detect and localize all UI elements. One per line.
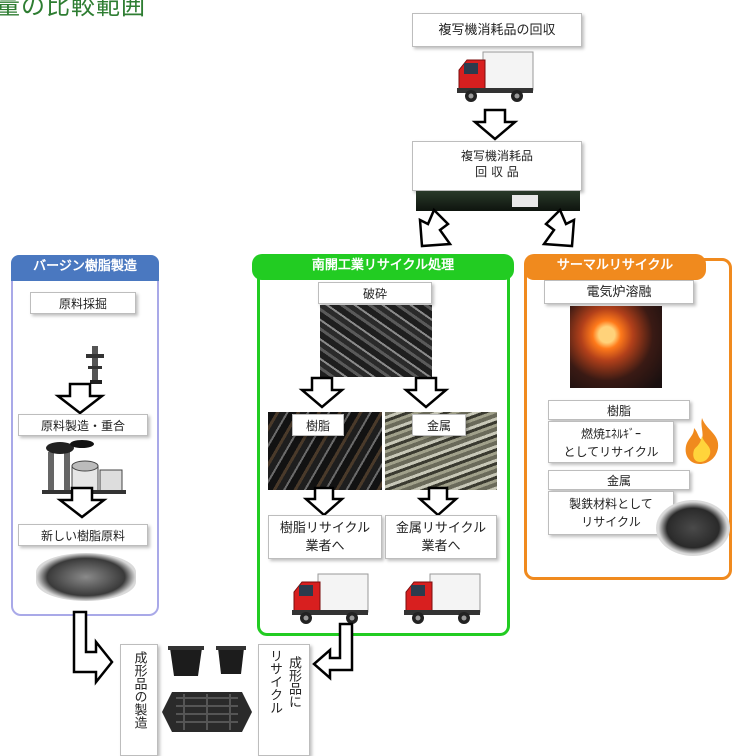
collected-line1: 複写機消耗品 — [460, 149, 533, 163]
down-arrow-icon — [471, 108, 519, 141]
metal-vendor-line1: 金属リサイクル — [395, 521, 487, 536]
page-title: 量の比較範囲 — [0, 0, 146, 20]
virgin-step-mining: 原料採掘 — [30, 292, 136, 314]
down-arrow-icon — [56, 486, 108, 519]
thermal-resin-line2: としてリサイクル — [563, 445, 659, 459]
thermal-resin-box: 燃焼ｴﾈﾙｷﾞｰ としてリサイクル — [548, 421, 674, 463]
recycle-to-molded-box: 成形品に リサイクル — [258, 644, 310, 756]
truck-icon — [457, 51, 534, 102]
bend-arrow-down-left-icon — [312, 622, 354, 681]
resin-pellets-image — [36, 553, 136, 601]
recycle-to-molded-line1: 成形品に — [286, 655, 301, 708]
resin-vendor-line2: 業者へ — [305, 539, 345, 554]
down-arrow-icon — [298, 376, 346, 409]
nanbu-recycle-header: 南開工業リサイクル処理 — [252, 254, 514, 280]
crush-box: 破砕 — [318, 282, 432, 304]
drill-rig-icon — [86, 346, 104, 384]
metal-label: 金属 — [412, 414, 466, 436]
down-arrow-icon — [402, 376, 450, 409]
molding-box: 成形品の製造 — [120, 644, 158, 756]
resin-vendor-box: 樹脂リサイクル 業者へ — [268, 515, 382, 559]
down-arrow-icon — [54, 382, 106, 415]
thermal-recycle-header: サーマルリサイクル — [524, 254, 706, 280]
virgin-step-new-resin: 新しい樹脂原料 — [18, 524, 148, 546]
metal-vendor-line2: 業者へ — [421, 539, 461, 554]
toner-cartridge-image — [416, 191, 580, 211]
thermal-resin-line1: 燃焼ｴﾈﾙｷﾞｰ — [580, 427, 641, 441]
molding-label: 成形品の製造 — [131, 651, 147, 729]
resin-label: 樹脂 — [292, 414, 344, 436]
thermal-metal-title: 金属 — [548, 470, 690, 490]
split-arrow-left-icon — [418, 207, 453, 248]
truck-icon — [292, 573, 369, 624]
pallet-icon — [162, 692, 252, 732]
furnace-image — [570, 306, 662, 388]
collected-items-box: 複写機消耗品 回 収 品 — [412, 141, 582, 191]
thermal-resin-title: 樹脂 — [548, 400, 690, 420]
collected-line2: 回 収 品 — [475, 165, 519, 179]
thermal-metal-box: 製鉄材料として リサイクル — [548, 491, 674, 535]
thermal-metal-line2: リサイクル — [581, 515, 641, 529]
collection-box: 複写機消耗品の回収 — [412, 13, 582, 47]
pot-icon — [216, 646, 246, 674]
thermal-metal-line1: 製鉄材料として — [569, 497, 653, 511]
metal-vendor-box: 金属リサイクル 業者へ — [385, 515, 497, 559]
pot-icon — [168, 646, 204, 676]
recycle-to-molded-line2: リサイクル — [267, 649, 282, 714]
resin-vendor-line1: 樹脂リサイクル — [279, 521, 371, 536]
virgin-resin-header: バージン樹脂製造 — [11, 255, 159, 281]
virgin-step-polymerization: 原料製造・重合 — [18, 414, 148, 436]
split-arrow-right-icon — [541, 207, 576, 248]
crushed-material-image — [320, 305, 432, 377]
down-arrow-icon — [416, 486, 460, 517]
collection-label: 複写機消耗品の回収 — [438, 23, 556, 38]
bend-arrow-left-icon — [72, 610, 114, 686]
steel-shot-image — [656, 500, 730, 556]
fire-icon — [685, 418, 719, 464]
down-arrow-icon — [302, 486, 346, 517]
truck-icon — [404, 573, 481, 624]
furnace-box: 電気炉溶融 — [544, 280, 694, 304]
